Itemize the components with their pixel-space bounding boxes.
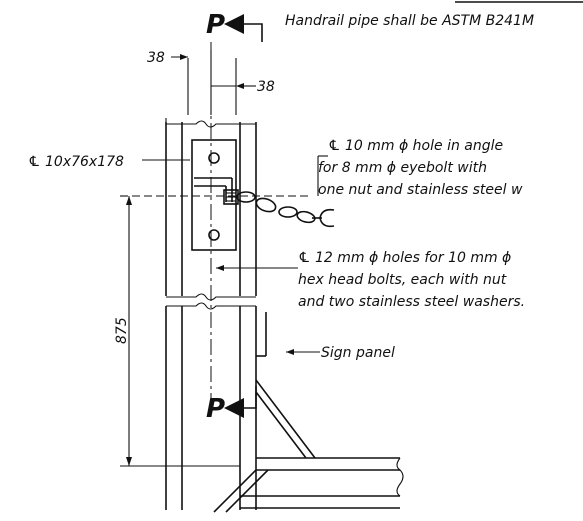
dimension-875: 875: [114, 196, 240, 467]
svg-text:℄ 12 mm ϕ holes for 10 mm ϕ: ℄ 12 mm ϕ holes for 10 mm ϕ: [298, 250, 511, 266]
svg-text:℄ 10 mm ϕ hole in angle: ℄ 10 mm ϕ hole in angle: [328, 138, 503, 154]
svg-text:hex head bolts, each with nut: hex head bolts, each with nut: [298, 272, 507, 288]
section-mark-top: P: [206, 10, 263, 42]
section-arrow-bottom: [224, 398, 244, 418]
sign-panel: Sign panel: [256, 312, 395, 361]
svg-text:one nut and stainless steel w: one nut and stainless steel w: [318, 182, 523, 198]
dimension-38: 38 38: [147, 50, 275, 115]
dim-875: 875: [114, 317, 130, 344]
dim-right-38: 38: [257, 79, 275, 95]
section-leader-top: [244, 23, 263, 42]
svg-text:and two stainless steel washer: and two stainless steel washers.: [298, 294, 525, 310]
section-leader-bottom: [244, 386, 257, 409]
section-letter-top: P: [206, 10, 225, 40]
section-arrow-top: [224, 14, 244, 34]
handrail-note: Handrail pipe shall be ASTM B241M: [285, 13, 534, 29]
dim-left-38: 38: [147, 50, 165, 66]
plate: [191, 139, 237, 251]
section-mark-bottom: P: [206, 386, 257, 424]
plate-note: ℄ 10x76x178: [28, 154, 124, 170]
sign-panel-label: Sign panel: [321, 345, 395, 361]
post: [165, 118, 257, 510]
hole-angle-note: ℄ 10 mm ϕ hole in angle for 8 mm ϕ eyebo…: [317, 138, 523, 198]
svg-text:for 8 mm ϕ eyebolt with: for 8 mm ϕ eyebolt with: [318, 160, 487, 176]
holes-bolts-note: ℄ 12 mm ϕ holes for 10 mm ϕ hex head bol…: [216, 250, 525, 310]
frame-brace: [213, 379, 404, 513]
eyebolt-chain: [223, 189, 335, 228]
section-letter-bottom: P: [206, 394, 225, 424]
